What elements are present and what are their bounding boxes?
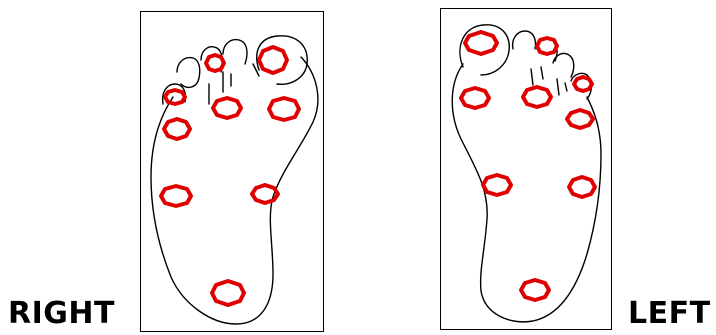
left-pressure-points bbox=[461, 32, 595, 300]
left-foot-outline bbox=[452, 25, 601, 322]
pressure-point-marker bbox=[567, 110, 593, 128]
right-foot-label: RIGHT bbox=[8, 299, 115, 329]
right-foot-panel bbox=[140, 11, 324, 332]
pressure-point-marker bbox=[212, 281, 244, 305]
right-foot-diagram bbox=[141, 12, 325, 333]
pressure-point-marker bbox=[259, 47, 287, 73]
right-big-toe-outline bbox=[257, 36, 307, 85]
pressure-point-marker bbox=[521, 280, 549, 300]
pressure-point-marker bbox=[161, 186, 191, 206]
right-toe-2-outline bbox=[223, 40, 247, 64]
pressure-point-marker bbox=[574, 77, 592, 91]
left-foot-diagram bbox=[441, 9, 613, 331]
left-foot-label: LEFT bbox=[628, 299, 711, 329]
right-toe-4-outline bbox=[177, 58, 200, 88]
left-toe-4-outline bbox=[553, 53, 574, 77]
left-foot-panel bbox=[440, 8, 612, 330]
pressure-point-marker bbox=[523, 87, 551, 107]
left-toe-crease-2 bbox=[541, 67, 543, 79]
pressure-point-marker bbox=[537, 38, 557, 54]
pressure-point-marker bbox=[465, 32, 497, 54]
pressure-point-marker bbox=[164, 119, 190, 139]
left-toe-2-outline bbox=[513, 31, 536, 49]
left-toe-crease-4 bbox=[565, 83, 567, 91]
pressure-point-marker bbox=[483, 175, 511, 195]
pressure-point-marker bbox=[569, 177, 595, 197]
pressure-point-marker bbox=[206, 55, 224, 71]
pressure-point-marker bbox=[165, 90, 185, 104]
right-foot-outline bbox=[151, 36, 318, 324]
pressure-point-marker bbox=[213, 98, 241, 118]
left-toe-crease-3 bbox=[557, 79, 559, 95]
pressure-point-marker bbox=[269, 98, 299, 120]
pressure-point-marker bbox=[461, 88, 489, 108]
left-toe-crease-1 bbox=[531, 69, 533, 85]
